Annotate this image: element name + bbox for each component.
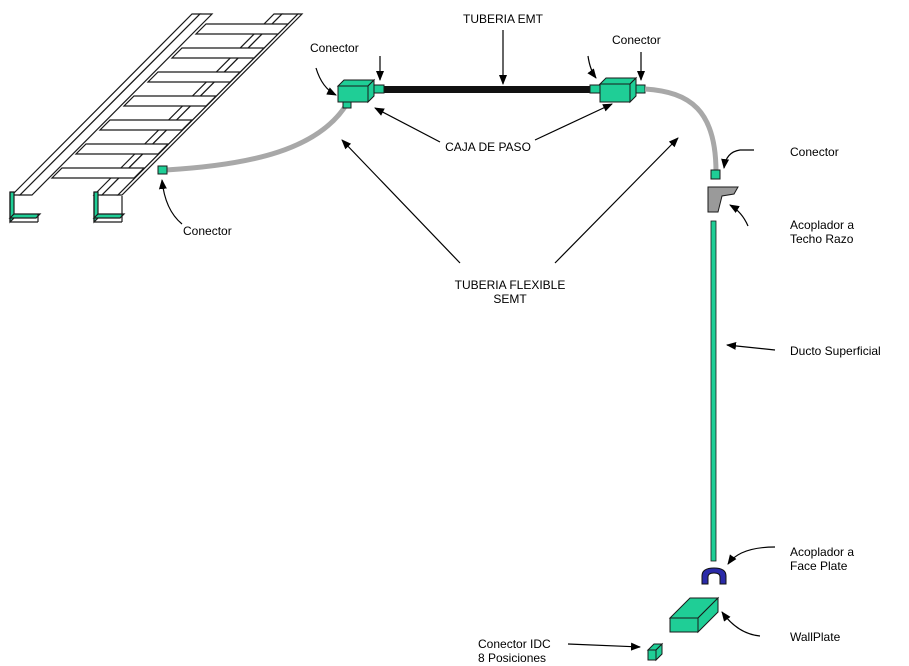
label-wallplate: WallPlate — [790, 630, 841, 644]
label-ducto-superficial: Ducto Superficial — [790, 344, 881, 358]
junction-box-right — [589, 76, 646, 104]
label-conector-left: Conector — [310, 41, 359, 55]
label-conector-ceiling: Conector — [790, 145, 839, 159]
tray-connector — [157, 165, 168, 175]
ceiling-connector — [710, 169, 721, 180]
emt-conduit — [384, 86, 592, 93]
label-conector-idc-line2: 8 Posiciones — [478, 651, 547, 665]
ceiling-coupler — [707, 186, 739, 213]
idc-connector-shape — [646, 642, 664, 662]
label-conector-right: Conector — [612, 33, 661, 47]
label-acoplador-face-line1: Acoplador a — [790, 545, 855, 559]
wallplate-shape — [668, 596, 720, 634]
cable-tray-ladder — [8, 13, 304, 224]
label-caja-de-paso: CAJA DE PASO — [445, 140, 531, 154]
label-tuberia-emt: TUBERIA EMT — [462, 12, 543, 26]
label-tuberia-flexible: TUBERIA FLEXIBLE SEMT — [440, 278, 580, 306]
annotation-arrows — [158, 30, 776, 651]
flex-conduit-right — [644, 86, 719, 173]
label-conector-idc: Conector IDC 8 Posiciones — [478, 637, 551, 665]
label-tuberia-flexible-line2: SEMT — [493, 292, 527, 306]
faceplate-coupler — [701, 567, 727, 585]
surface-duct — [710, 220, 717, 562]
label-acoplador-face-line2: Face Plate — [790, 559, 848, 573]
label-conector-idc-line1: Conector IDC — [478, 637, 551, 651]
junction-box-left — [336, 78, 385, 109]
label-tuberia-flexible-line1: TUBERIA FLEXIBLE — [454, 278, 566, 292]
label-acoplador-techo-line1: Acoplador a — [790, 218, 855, 232]
flex-conduit-left — [165, 100, 351, 173]
label-acoplador-techo: Acoplador a Techo Razo — [790, 218, 854, 246]
label-acoplador-face: Acoplador a Face Plate — [790, 545, 854, 573]
label-conector-tray: Conector — [183, 224, 232, 238]
label-acoplador-techo-line2: Techo Razo — [790, 232, 854, 246]
